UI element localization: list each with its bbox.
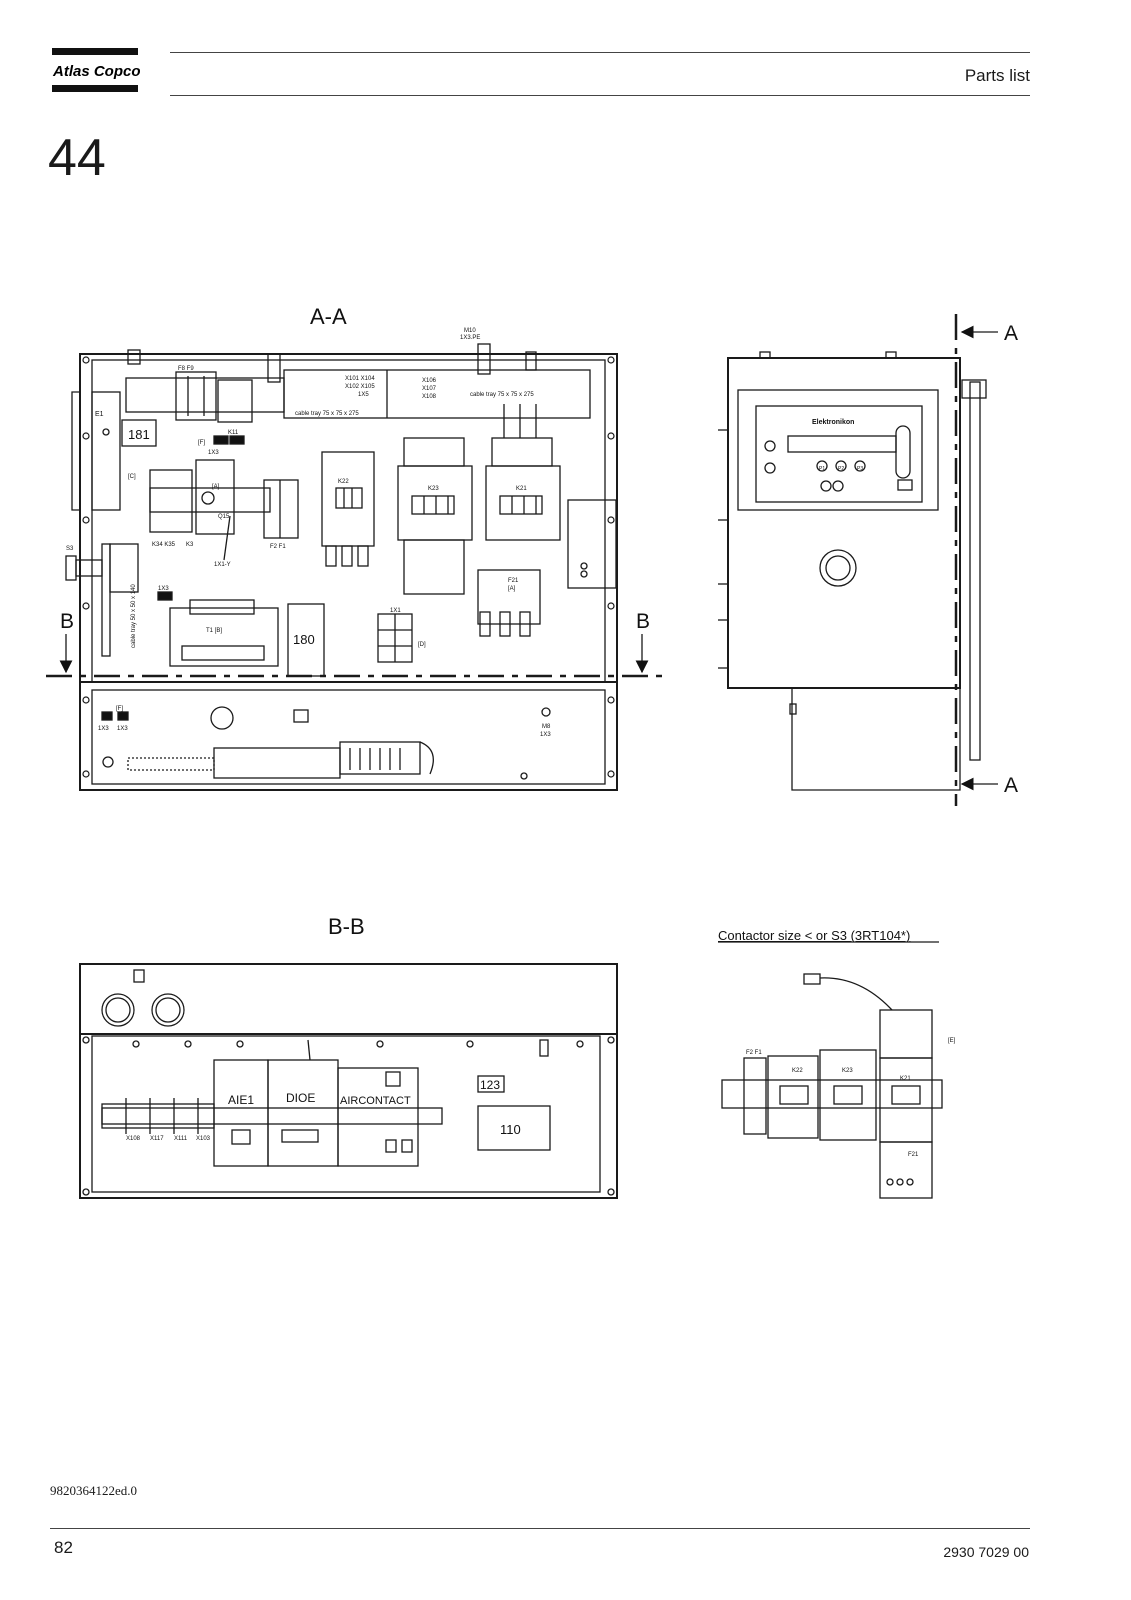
drawing-label: 1X3 bbox=[158, 586, 169, 592]
drawing-label: 1X5 bbox=[358, 392, 369, 398]
view-aa: E1 181 cable tray 75 x 75 x 275 X101 X10… bbox=[46, 304, 666, 791]
drawing-label: T1 [B] bbox=[206, 628, 222, 634]
header-rule bbox=[170, 52, 1030, 53]
contactor-caption: Contactor size < or S3 (3RT104*) bbox=[718, 928, 910, 943]
view-bb: B-B X108 X117 X111 X103 bbox=[79, 914, 618, 1199]
atlas-copco-logo: Atlas Copco bbox=[52, 48, 141, 94]
controller-brand: Elektronikon bbox=[812, 419, 854, 426]
module-aie1: AIE1 bbox=[228, 1093, 254, 1107]
drawing-label: A bbox=[1004, 322, 1018, 345]
drawing-label: 1X3 bbox=[208, 450, 219, 456]
drawing-label: X103 bbox=[196, 1136, 211, 1142]
document-code: 9820364122ed.0 bbox=[50, 1483, 138, 1498]
drawing-label: [A] bbox=[508, 586, 516, 592]
drawing-label: K21 bbox=[516, 486, 527, 492]
drawing-label: S3 bbox=[66, 546, 74, 552]
module-dioe: DIOE bbox=[286, 1091, 315, 1105]
drawing-label: X108 bbox=[422, 394, 437, 400]
tag-181: 181 bbox=[128, 427, 150, 442]
module-aircontact: AIRCONTACT bbox=[340, 1095, 411, 1107]
drawing-label: cable tray 50 x 50 x 140 bbox=[131, 584, 137, 648]
drawing-label: B bbox=[60, 610, 74, 633]
label-e1: E1 bbox=[95, 411, 104, 418]
view-front: Elektronikon A A P1 P2 P3 bbox=[718, 314, 1018, 806]
drawing-label: X102 X105 bbox=[345, 384, 375, 390]
drawing-label: P2 bbox=[838, 466, 844, 472]
drawing-label: K34 K35 bbox=[152, 542, 176, 548]
drawing-label: 1X1-Y bbox=[214, 562, 231, 568]
tag-110: 110 bbox=[500, 1122, 521, 1137]
drawing-label: [A] bbox=[212, 484, 220, 490]
tag-180: 180 bbox=[293, 632, 315, 647]
logo-wordmark: Atlas Copco bbox=[52, 63, 140, 80]
part-number: 2930 7029 00 bbox=[943, 1544, 1029, 1560]
drawing-label: K11 bbox=[228, 430, 239, 436]
drawing-label: F21 bbox=[908, 1152, 919, 1158]
drawing-label: X107 bbox=[422, 386, 437, 392]
drawing-label: P3 bbox=[857, 466, 863, 472]
drawing-label: 1X3 bbox=[540, 732, 551, 738]
drawing-label: [E] bbox=[948, 1038, 956, 1044]
drawing-label: 1X3.PE bbox=[460, 335, 480, 341]
drawing-label: 1X3 bbox=[98, 726, 109, 732]
drawing-label: M8 bbox=[542, 724, 551, 730]
header-rule bbox=[170, 95, 1030, 96]
drawing-label: K23 bbox=[842, 1068, 853, 1074]
drawing-label: A bbox=[1004, 774, 1018, 797]
drawing-label: 1X3 bbox=[117, 726, 128, 732]
label-tray-top: cable tray 75 x 75 x 275 bbox=[295, 411, 359, 417]
view-title-aa: A-A bbox=[310, 304, 347, 329]
section-number: 44 bbox=[48, 129, 106, 187]
view-title-bb: B-B bbox=[328, 914, 365, 939]
view-contactor-detail: Contactor size < or S3 (3RT104*) [E] F2 … bbox=[718, 928, 956, 1199]
drawing-label: Q15 bbox=[218, 514, 230, 520]
drawing-label: F21 bbox=[508, 578, 519, 584]
drawing-label: K22 bbox=[338, 479, 349, 485]
drawing-label: P1 bbox=[819, 466, 825, 472]
drawing-label: F8 F9 bbox=[178, 366, 194, 372]
drawing-label: K23 bbox=[428, 486, 439, 492]
drawing-label: [F] bbox=[198, 440, 205, 446]
drawing-label: F2 F1 bbox=[746, 1050, 762, 1056]
drawing-label: 1X1 bbox=[390, 608, 401, 614]
drawing-label: F2 F1 bbox=[270, 544, 286, 550]
drawing-label: B bbox=[636, 610, 650, 633]
drawing-label: cable tray 75 x 75 x 275 bbox=[470, 392, 534, 398]
label-m10: M10 bbox=[464, 328, 476, 334]
section-title: Parts list bbox=[964, 66, 1030, 85]
drawing-label: X111 bbox=[174, 1136, 188, 1142]
drawing-label: [C] bbox=[128, 474, 136, 480]
drawing-label: X101 X104 bbox=[345, 376, 375, 382]
drawing-label: K3 bbox=[186, 542, 194, 548]
drawing-label: K22 bbox=[792, 1068, 803, 1074]
drawing-label: X117 bbox=[150, 1136, 164, 1142]
drawing-label: K21 bbox=[900, 1076, 911, 1082]
drawing-label: [D] bbox=[418, 642, 426, 648]
page-number: 82 bbox=[54, 1538, 73, 1557]
footer-rule bbox=[50, 1528, 1030, 1529]
drawing-label: X108 bbox=[126, 1136, 141, 1142]
drawing-label: X106 bbox=[422, 378, 437, 384]
drawing-label: [F] bbox=[116, 706, 123, 712]
tag-123: 123 bbox=[480, 1078, 500, 1092]
